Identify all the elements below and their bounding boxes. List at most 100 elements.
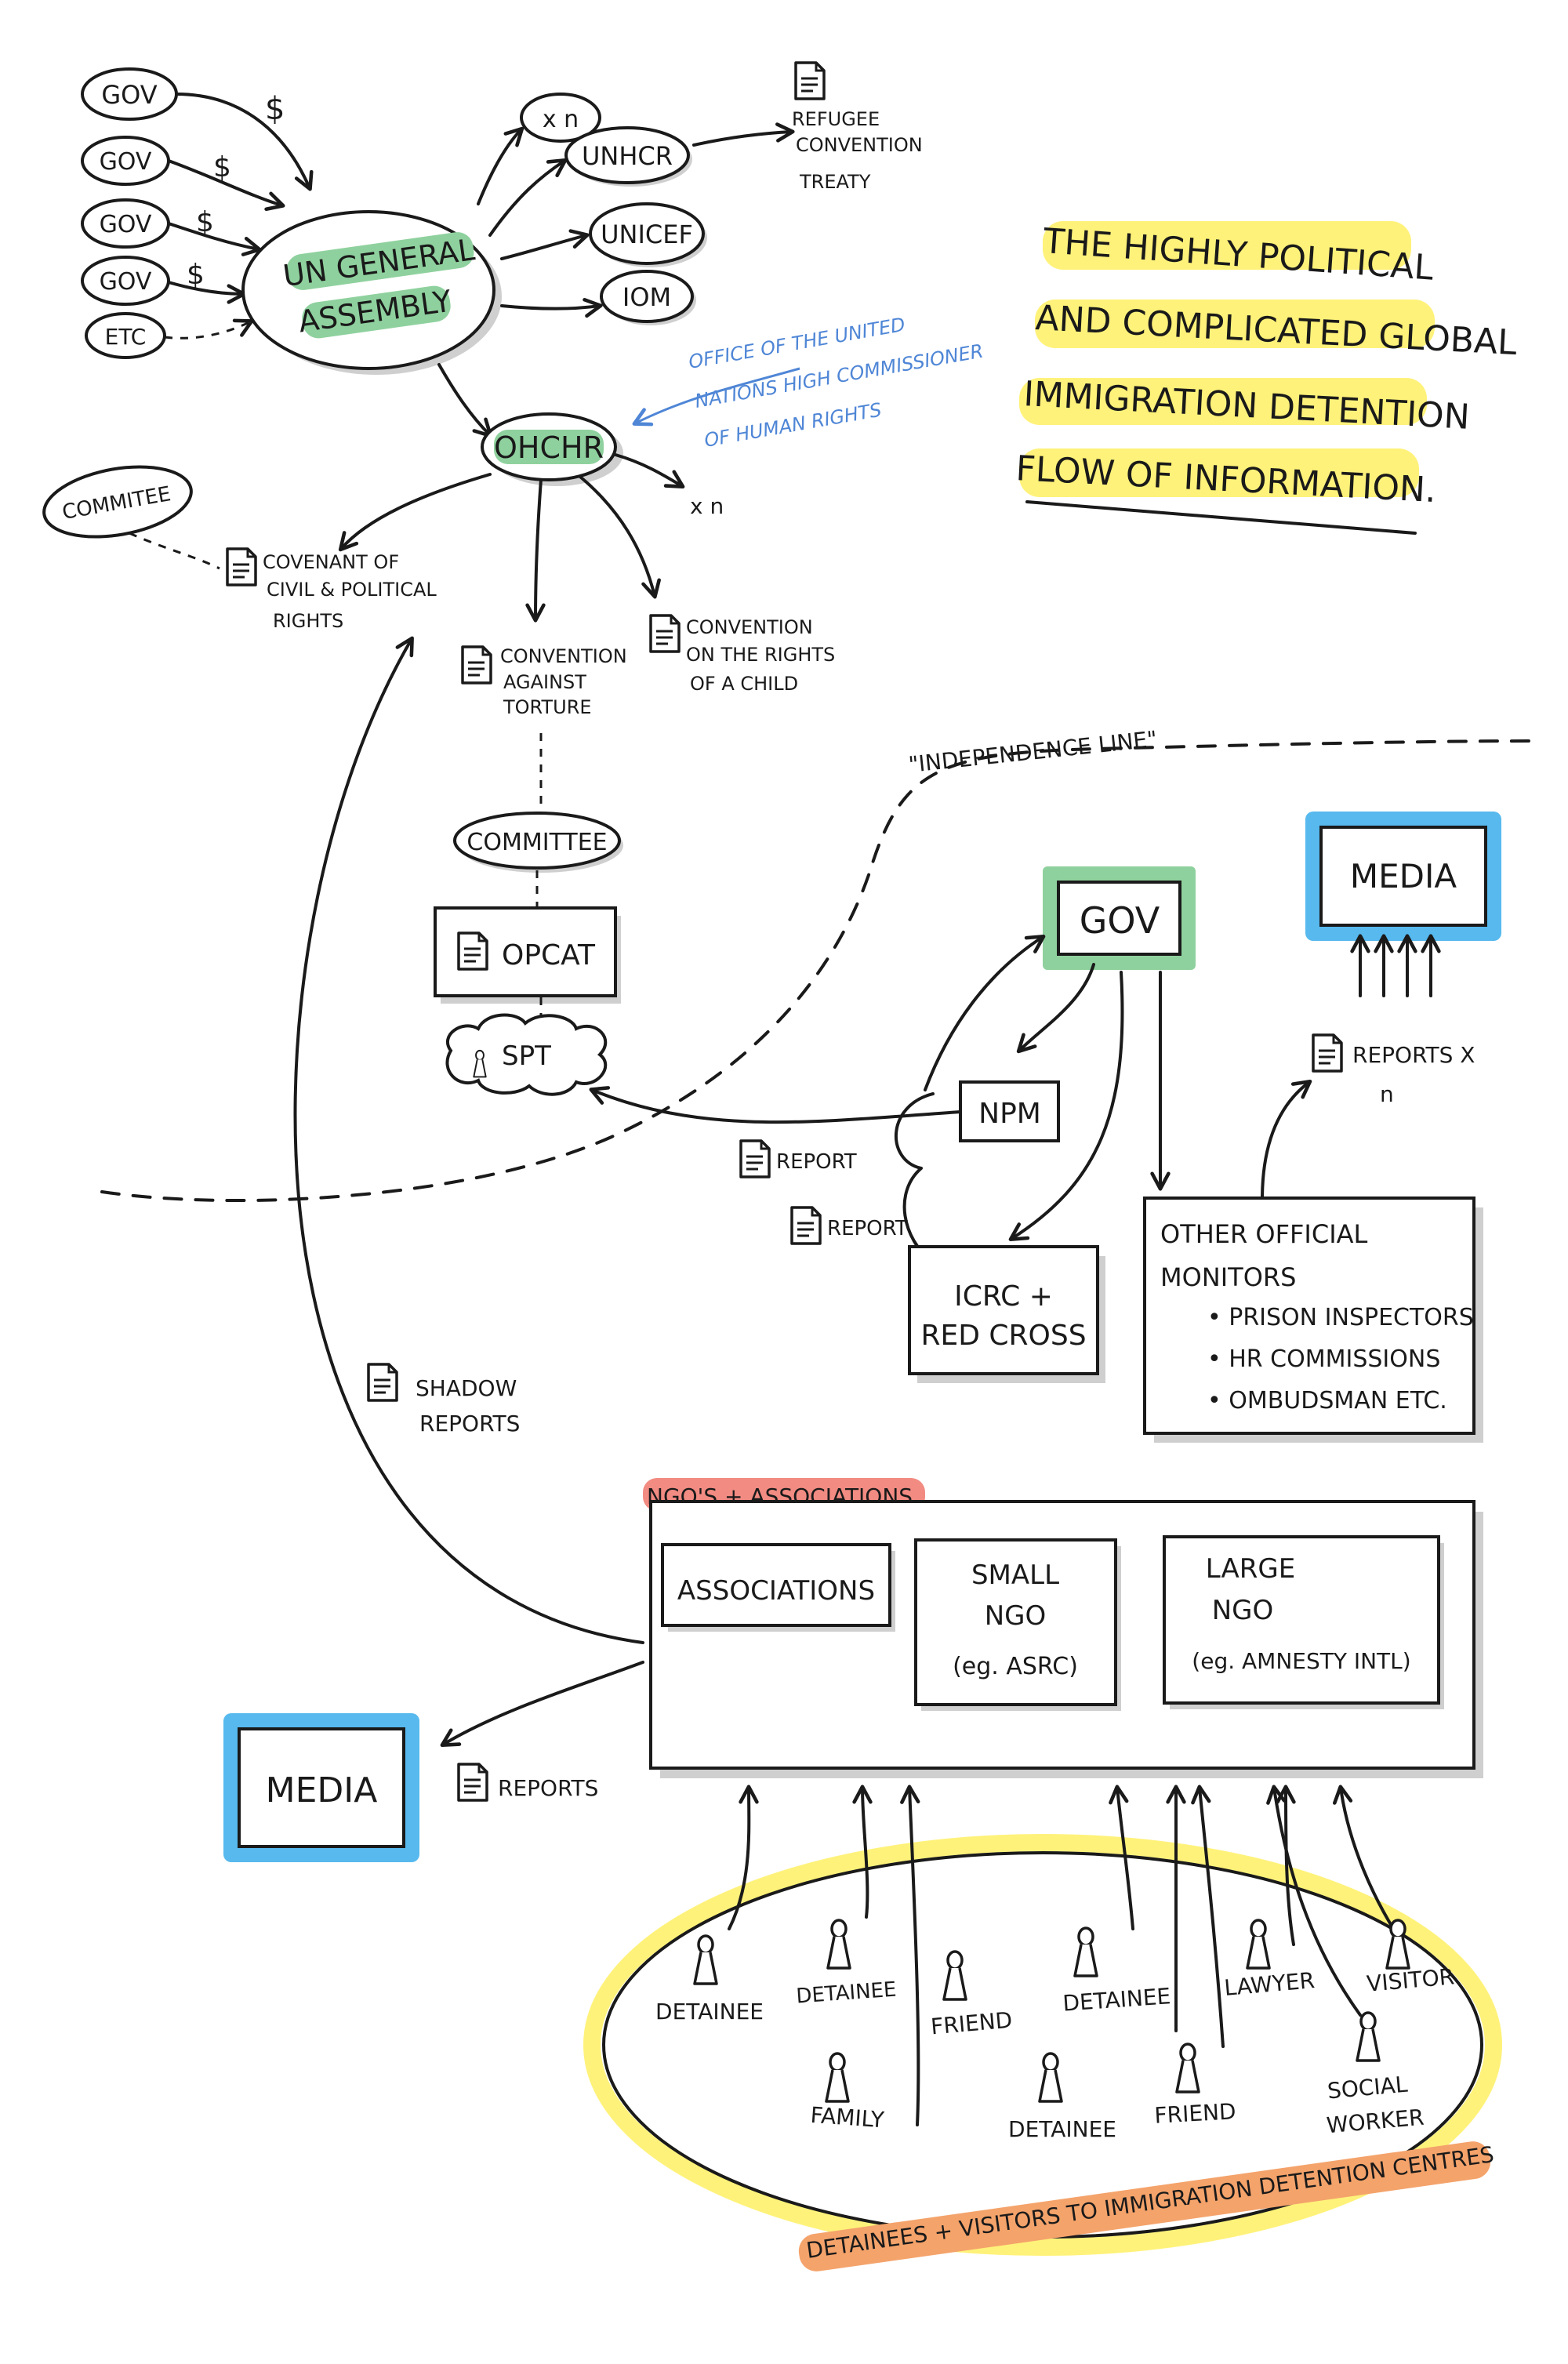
person-icon (826, 1919, 851, 1970)
arrow (488, 158, 568, 237)
gov-box-label: GOV (1080, 899, 1160, 942)
associations-label: ASSOCIATIONS (677, 1575, 875, 1607)
person-icon (942, 1950, 967, 2001)
arrow (614, 453, 685, 488)
arrow (579, 475, 661, 599)
gov-box-group: GOV NPM REPORT REPORT MEDIA REPORTS x n (589, 812, 1501, 1264)
iom-node (600, 270, 694, 323)
dollar-sign: $ (213, 151, 231, 183)
title-underline (1025, 500, 1417, 535)
note-arrow (632, 367, 800, 427)
shadow-reports: SHADOW REPORTS (293, 636, 644, 1644)
small-ngo-label: (eg. ASRC) (953, 1653, 1078, 1680)
refugee-doc-label: REFUGEE (792, 108, 880, 130)
person-icon (825, 2052, 850, 2103)
spt-cloud (445, 1013, 608, 1096)
arrow (477, 126, 524, 205)
associations-box (661, 1543, 891, 1627)
small-ngo-label: NGO (985, 1600, 1047, 1632)
arrow (852, 1785, 873, 1919)
reports-xn-label: n (1380, 1081, 1394, 1107)
monitors-box (1143, 1197, 1475, 1435)
document-icon (457, 931, 488, 971)
etc-node (85, 312, 166, 359)
npm-label: NPM (978, 1098, 1041, 1130)
person-label: SOCIAL (1327, 2072, 1409, 2104)
document-icon (457, 1763, 488, 1802)
funding-arrow (167, 222, 262, 256)
person-icon (1073, 1926, 1098, 1977)
refugee-doc-label: CONVENTION (796, 134, 923, 156)
dollar-sign: $ (187, 259, 205, 291)
ngo-group: NGO'S + ASSOCIATIONS ASSOCIATIONS SMALL … (440, 1478, 1483, 1778)
monitors-title: MONITORS (1160, 1262, 1296, 1292)
opcat-group: COMMITTEE OPCAT SPT (434, 733, 623, 1096)
covenant-label: COVENANT OF (263, 551, 399, 573)
monitors-item: • PRISON INSPECTORS (1207, 1304, 1474, 1331)
xn-node (520, 93, 601, 143)
person-label: DETAINEE (1062, 1983, 1171, 2017)
person-icon (693, 1934, 718, 1985)
convention-group: CONVENTION AGAINST TORTURE CONVENTION ON… (461, 614, 835, 718)
xn-label: x n (543, 106, 579, 133)
funding-arrow-dashed (164, 318, 254, 340)
highlight (1019, 378, 1427, 425)
person-icon (1038, 2052, 1063, 2103)
media-box (238, 1727, 405, 1848)
arrow (1008, 971, 1124, 1241)
unicef-node (589, 202, 705, 265)
dashed-link (129, 532, 220, 570)
independence-label: "INDEPENDENCE LINE" (907, 726, 1158, 778)
highlight (302, 285, 451, 339)
gov-label: GOV (100, 148, 152, 176)
report-label: REPORT (776, 1150, 857, 1174)
arrow (589, 1086, 962, 1124)
icrc-label: RED CROSS (920, 1320, 1086, 1352)
arrow (1109, 1785, 1134, 1930)
un-general-assembly: UN GENERAL ASSEMBLY (241, 210, 502, 375)
opcat-label: OPCAT (502, 939, 596, 971)
icrc-label: ICRC + (954, 1280, 1053, 1313)
media-label: MEDIA (266, 1770, 378, 1810)
document-icon (226, 547, 257, 586)
arrow (1016, 963, 1095, 1054)
document-icon (794, 61, 826, 100)
dollar-sign: $ (196, 206, 214, 238)
monitors-group: OTHER OFFICIAL MONITORS • PRISON INSPECT… (1143, 1197, 1483, 1443)
arrow (1191, 1785, 1225, 2048)
highlight (286, 232, 474, 290)
unhcr-label: UNHCR (582, 141, 673, 171)
arrow (728, 1785, 759, 1930)
independence-dashed-line (100, 739, 1538, 1203)
spt-label: SPT (502, 1040, 551, 1072)
reports-xn-label: REPORTS x (1352, 1042, 1475, 1068)
gov-label: GOV (100, 268, 152, 296)
arrow (1261, 1079, 1312, 1201)
ohchr-note: OF HUMAN RIGHTS (702, 399, 883, 452)
person-label: DETAINEE (655, 1999, 764, 2024)
document-icon (367, 1363, 398, 1402)
person-label: LAWYER (1223, 1967, 1316, 2001)
document-icon (649, 614, 681, 653)
highlight (1035, 300, 1435, 348)
unicef-label: UNICEF (601, 220, 693, 249)
covenant-group: COMMITEE COVENANT OF CIVIL & POLITICAL R… (42, 465, 437, 632)
arrow (500, 229, 590, 260)
person-icon (1356, 2011, 1381, 2062)
arrow (338, 473, 492, 552)
document-icon (461, 645, 492, 685)
committee-mid-label: COMMITTEE (466, 829, 607, 856)
torture-label: CONVENTION (500, 645, 627, 667)
child-label: CONVENTION (686, 616, 813, 638)
torture-label: AGAINST (503, 671, 586, 693)
gov-box (1057, 881, 1181, 956)
media-bottom-group: MEDIA REPORTS (223, 1713, 598, 1862)
un-agencies: x n UNHCR UNICEF IOM REFUGEE CONVENTION … (477, 61, 923, 325)
detainees-highlight (583, 1834, 1502, 2256)
unhcr-node (564, 126, 690, 184)
arrow (500, 298, 603, 318)
gov-label: GOV (100, 211, 152, 238)
gov-group: GOV GOV GOV GOV ETC $ $ $ $ (81, 67, 314, 359)
report-label: REPORT (827, 1217, 908, 1240)
